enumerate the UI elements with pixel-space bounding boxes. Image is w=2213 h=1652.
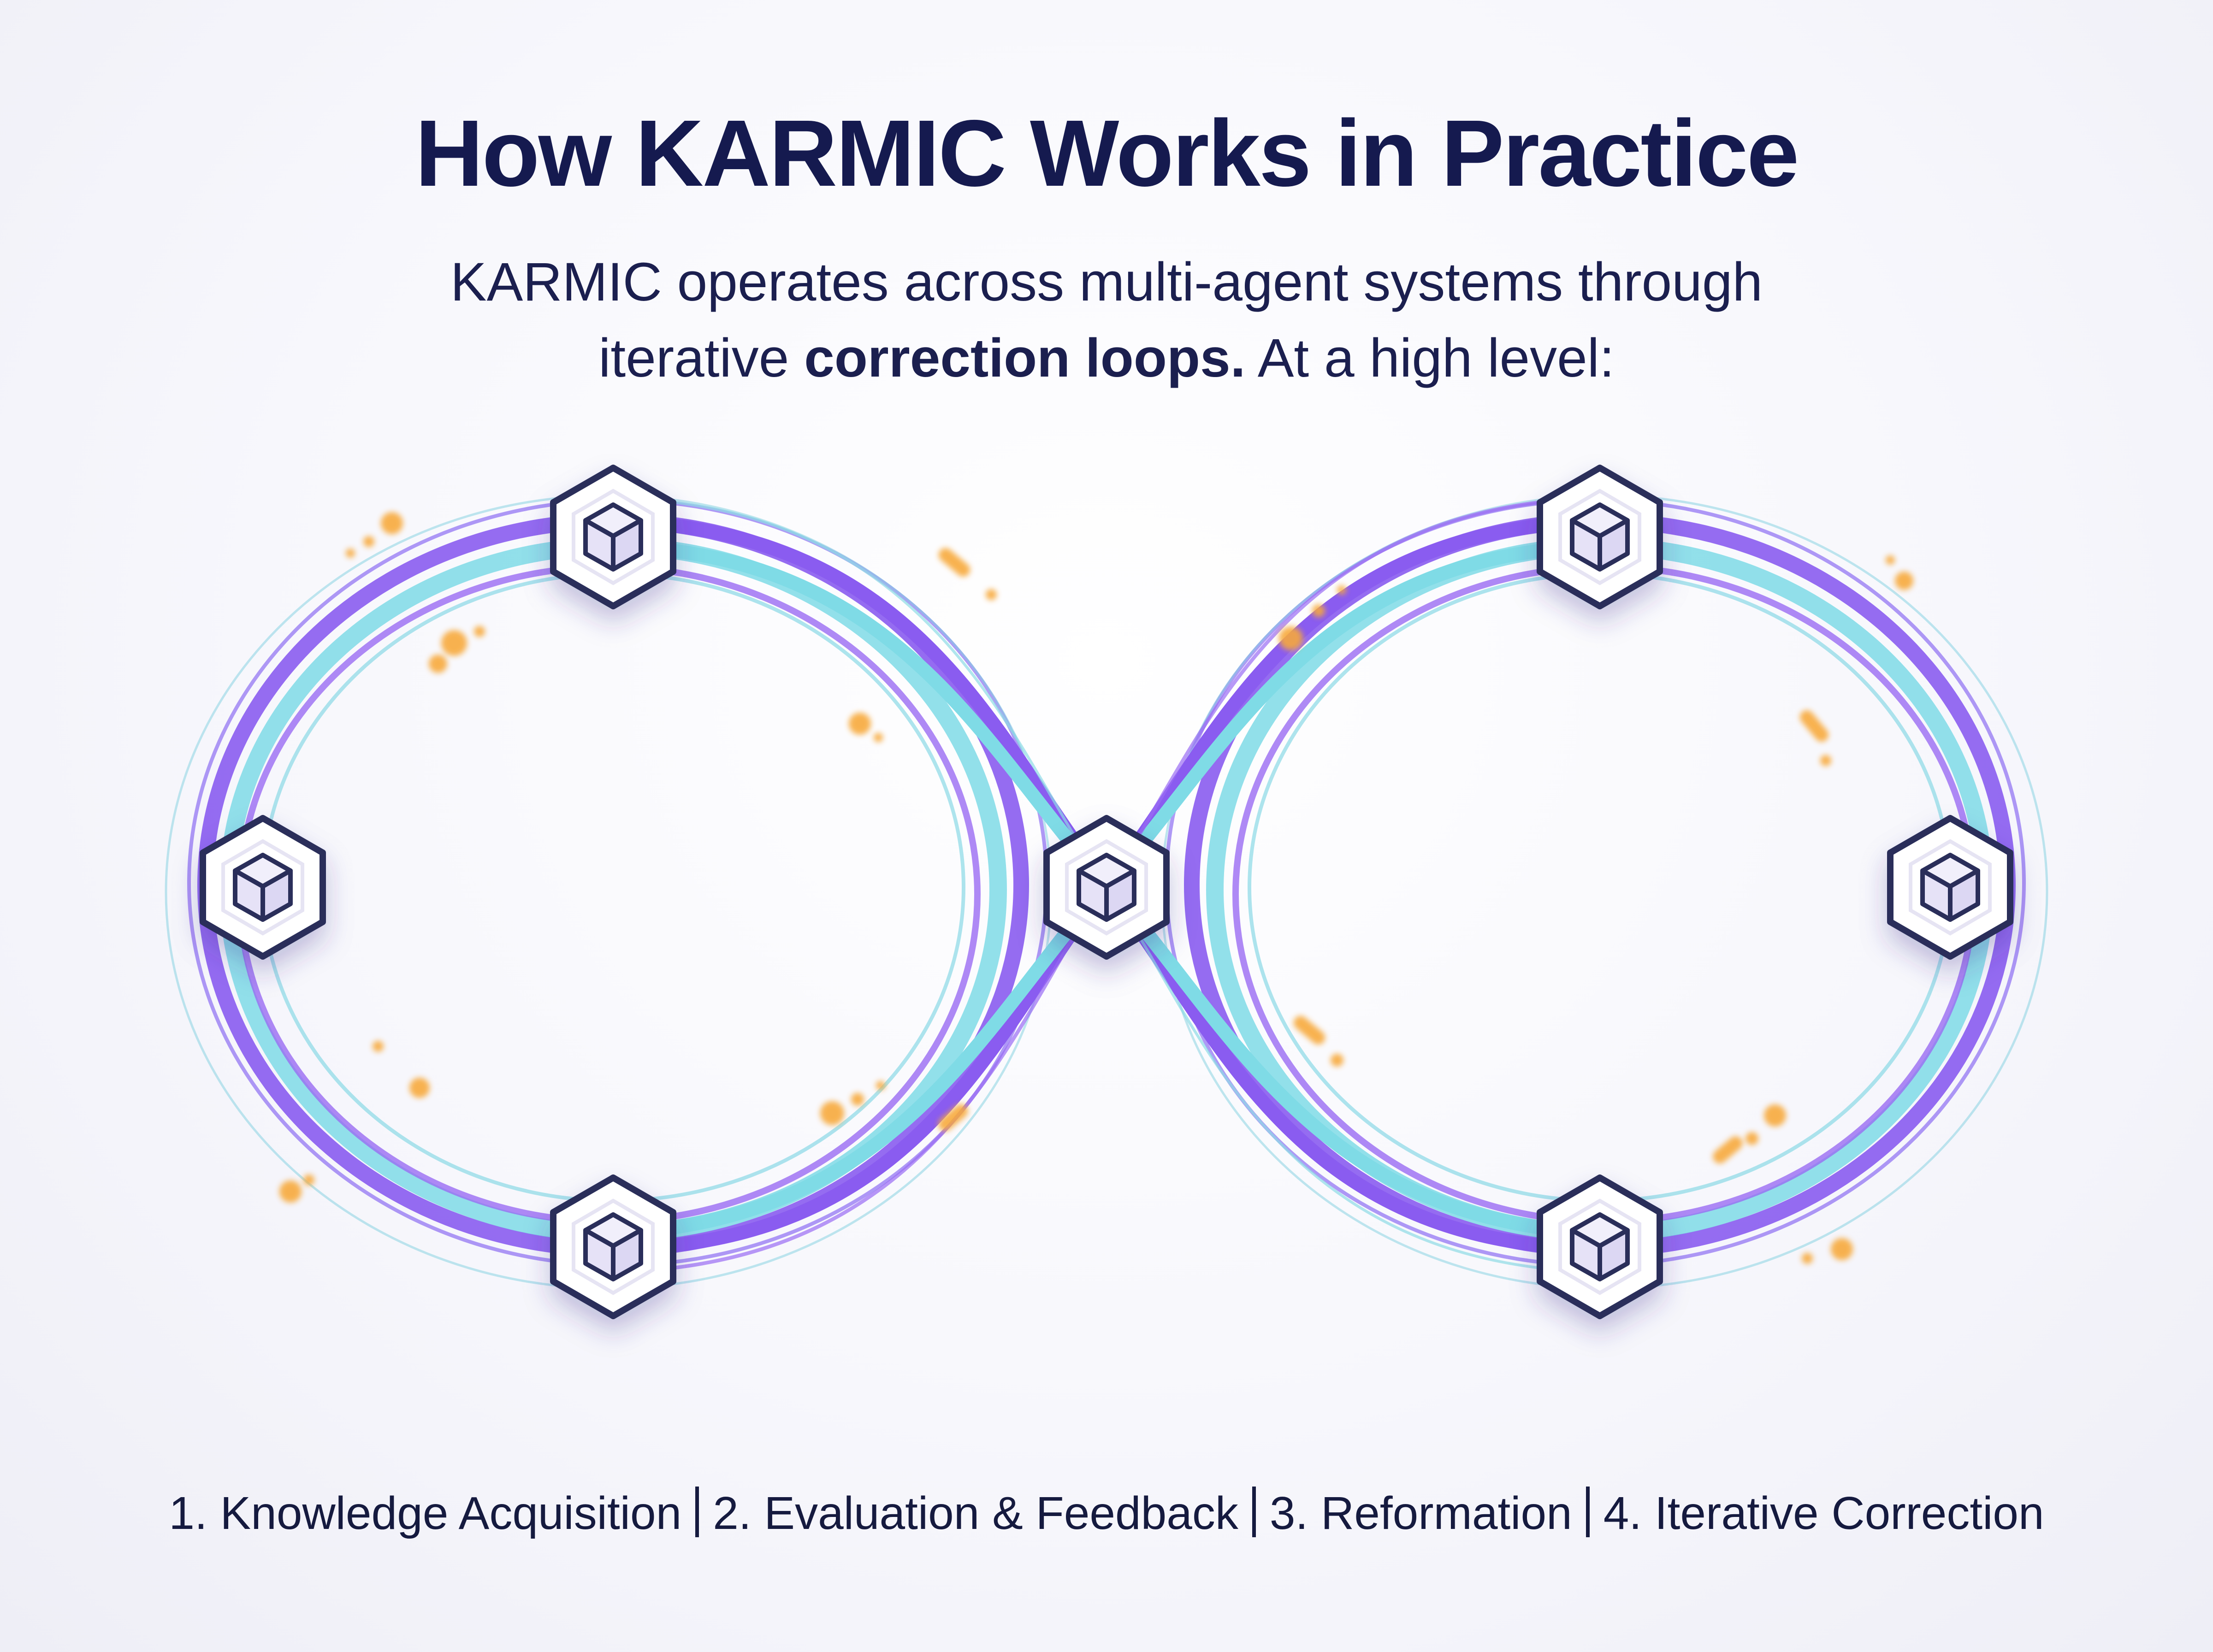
page-title: How KARMIC Works in Practice	[415, 100, 1799, 206]
divider	[695, 1487, 699, 1537]
cube-icon	[1540, 468, 1660, 606]
subtitle-emphasis: correction loops.	[804, 328, 1246, 389]
step-3: 3. Reformation	[1269, 1487, 1572, 1539]
cube-icon	[1890, 818, 2010, 956]
subtitle-line-1: KARMIC operates across multi-agent syste…	[450, 252, 1763, 313]
step-1: 1. Knowledge Acquisition	[169, 1487, 682, 1539]
subtitle-line-2-post: At a high level:	[1245, 328, 1615, 389]
step-4: 4. Iterative Correction	[1603, 1487, 2044, 1539]
divider	[1252, 1487, 1256, 1537]
subtitle-line-2-pre: iterative	[598, 328, 805, 389]
steps-list: 1. Knowledge Acquisition 2. Evaluation & …	[0, 1487, 2213, 1540]
cube-icon	[203, 818, 323, 956]
cube-icon	[553, 1178, 673, 1316]
cube-icon	[553, 468, 673, 606]
step-2: 2. Evaluation & Feedback	[713, 1487, 1238, 1539]
cube-icon	[1047, 818, 1166, 956]
orange-particles	[279, 512, 1913, 1264]
agent-nodes	[203, 468, 2010, 1316]
subtitle: KARMIC operates across multi-agent syste…	[0, 244, 2213, 396]
divider	[1586, 1487, 1590, 1537]
cube-icon	[1540, 1178, 1660, 1316]
